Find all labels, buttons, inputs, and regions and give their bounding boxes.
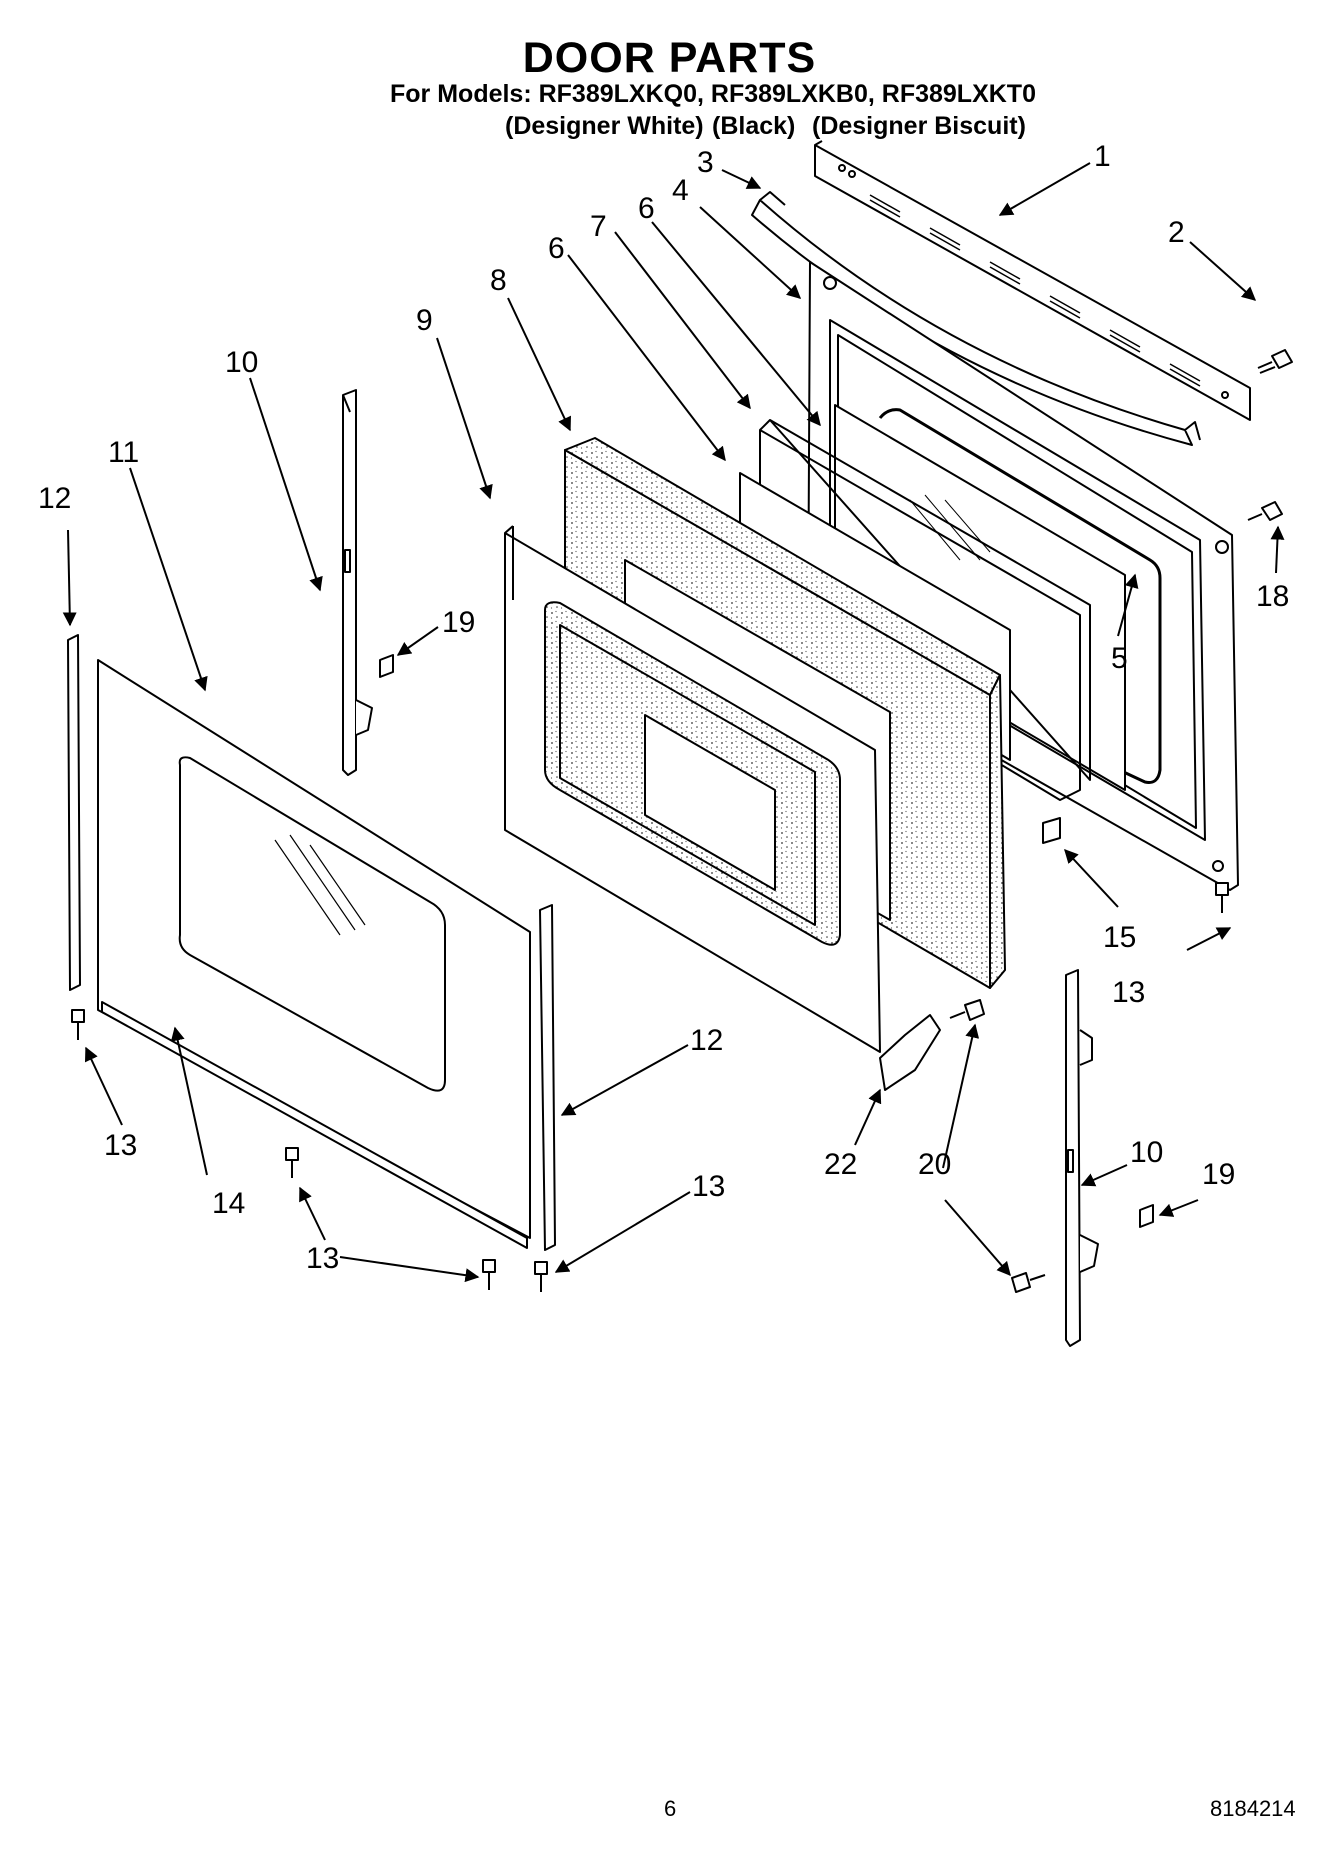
callout-13-center: 13 [692, 1170, 725, 1203]
callout-13-lower-left: 13 [306, 1242, 339, 1275]
callout-22: 22 [824, 1148, 857, 1181]
document-number: 8184214 [1210, 1796, 1296, 1821]
hinge-rail-right-part [1065, 969, 1099, 1347]
callout-9: 9 [416, 304, 433, 337]
callout-6-lower: 6 [548, 232, 565, 265]
models-line: For Models: RF389LXKQ0, RF389LXKB0, RF38… [390, 80, 1036, 108]
door-gasket-part [878, 408, 1162, 784]
callout-7: 7 [590, 210, 607, 243]
callout-4: 4 [672, 174, 689, 207]
callout-12-right: 12 [690, 1024, 723, 1057]
outer-door-panel-part [97, 659, 531, 1239]
screw-part-18 [1247, 501, 1283, 521]
clip-part-19-right [1139, 1204, 1154, 1228]
callout-19-left: 19 [442, 606, 475, 639]
callout-18: 18 [1256, 580, 1289, 613]
side-trim-right-part [539, 904, 556, 1251]
page-title: DOOR PARTS [522, 34, 817, 82]
hinge-rail-left-part [342, 389, 373, 776]
callout-11: 11 [108, 436, 139, 469]
callout-10-left: 10 [225, 346, 258, 379]
clip-part-19-left [379, 654, 394, 678]
callout-6-upper: 6 [638, 192, 655, 225]
callout-13-left: 13 [104, 1129, 137, 1162]
callout-12-left: 12 [38, 482, 71, 515]
callout-8: 8 [490, 264, 507, 297]
callout-10-right: 10 [1130, 1136, 1163, 1169]
top-vent-trim-part [814, 140, 1251, 421]
callout-14: 14 [212, 1187, 245, 1220]
callout-19-right: 19 [1202, 1158, 1235, 1191]
variant-designer-white: (Designer White) [505, 112, 704, 140]
clip-part-15 [1042, 817, 1061, 844]
callout-3: 3 [697, 146, 714, 179]
callout-5: 5 [1111, 642, 1128, 675]
side-trim-left-part [67, 634, 81, 991]
callout-20: 20 [918, 1148, 951, 1181]
variant-black: (Black) [712, 112, 796, 140]
screw-part-13 [71, 882, 1229, 1292]
callout-1: 1 [1094, 140, 1111, 173]
page-number: 6 [664, 1796, 677, 1821]
hinge-bracket-part-22 [879, 1014, 941, 1091]
screw-part-2 [1257, 349, 1293, 374]
bottom-trim-part [101, 1001, 528, 1249]
inner-door-liner-part [504, 525, 881, 1053]
variant-designer-biscuit: (Designer Biscuit) [812, 112, 1026, 140]
callout-15: 15 [1103, 921, 1136, 954]
screw-part-20 [949, 999, 1046, 1293]
callout-2: 2 [1168, 216, 1185, 249]
callout-13-right: 13 [1112, 976, 1145, 1009]
